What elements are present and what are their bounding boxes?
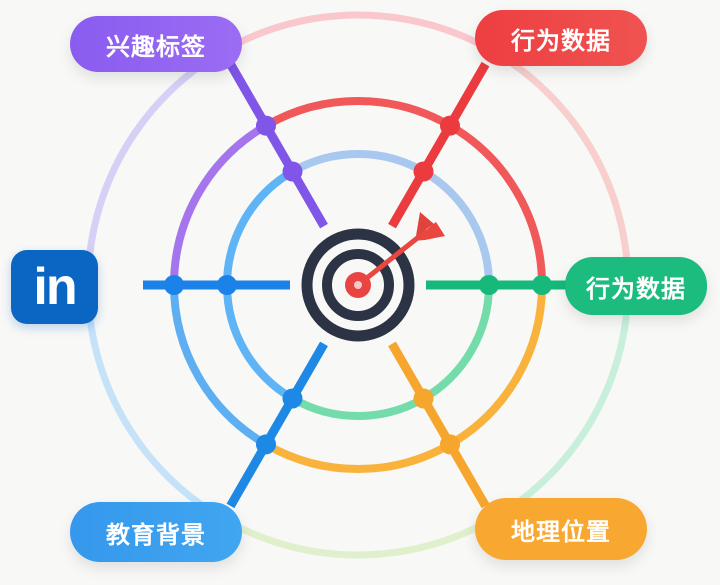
behavior-top-spoke	[388, 61, 490, 229]
location-spoke	[388, 341, 490, 509]
education-node-dot	[256, 434, 276, 455]
behavior-data-right-pill[interactable]: 行为数据	[565, 257, 707, 315]
outer-ring-arc	[221, 11, 495, 55]
linkedin-logo-text: in	[33, 258, 77, 316]
intersection-dots	[164, 115, 552, 455]
behavior-right-node-dot	[479, 275, 499, 295]
inner-ring-arc	[223, 284, 295, 402]
linkedin-node-dot	[217, 275, 237, 295]
outer-ring-arc	[84, 48, 225, 286]
middle-ring-arc	[264, 440, 452, 473]
middle-ring-arc	[264, 97, 452, 130]
behavior-data-right-label: 行为数据	[586, 274, 686, 303]
education-pill[interactable]: 教育背景	[70, 502, 242, 562]
education-label: 教育背景	[106, 520, 206, 549]
education-spoke	[226, 341, 328, 509]
outer-ring-arc	[221, 515, 495, 559]
linkedin-icon[interactable]: in	[11, 250, 98, 324]
location-pill[interactable]: 地理位置	[475, 498, 647, 560]
outer-ring-arc	[491, 48, 632, 286]
interest-spoke	[226, 61, 328, 229]
middle-ring-arc	[447, 122, 546, 286]
behavior-right-node-dot	[532, 275, 552, 295]
linkedin-node-dot	[164, 275, 184, 295]
inner-ring-arc	[421, 284, 493, 402]
middle-ring-arc	[170, 284, 269, 448]
behavior-data-top-pill[interactable]: 行为数据	[475, 10, 647, 66]
rings	[84, 11, 632, 559]
location-node-dot	[413, 388, 434, 409]
interest-tags-pill[interactable]: 兴趣标签	[70, 16, 242, 72]
inner-ring-arc	[290, 150, 426, 176]
interest-tags-label: 兴趣标签	[106, 32, 206, 61]
behavior-top-node-dot	[440, 115, 460, 136]
target-with-arrow-icon	[301, 212, 445, 342]
behavior-top-node-dot	[413, 161, 434, 182]
spokes	[143, 61, 573, 509]
outer-ring-arc	[84, 284, 225, 522]
interest-node-dot	[256, 115, 276, 136]
middle-ring-arc	[170, 122, 269, 286]
interest-node-dot	[282, 161, 303, 182]
education-node-dot	[282, 388, 303, 409]
outer-ring-arc	[491, 284, 632, 522]
location-node-dot	[440, 434, 460, 455]
behavior-data-top-label: 行为数据	[511, 26, 611, 55]
inner-ring-arc	[223, 168, 295, 286]
inner-ring-arc	[290, 394, 426, 420]
middle-ring-arc	[447, 284, 546, 448]
location-label: 地理位置	[511, 517, 611, 546]
inner-ring-arc	[421, 168, 493, 286]
